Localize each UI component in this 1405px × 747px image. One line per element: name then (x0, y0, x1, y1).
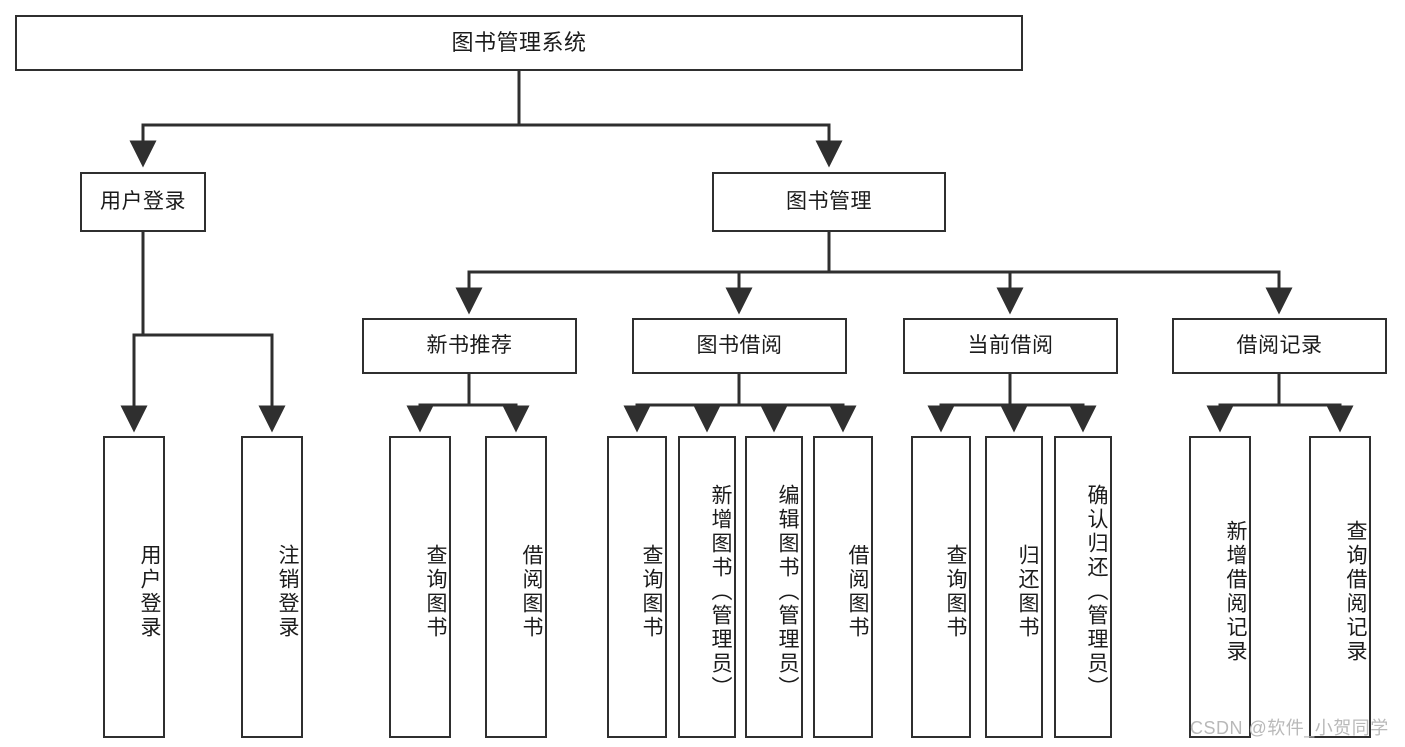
leaf-query-borrow-record[interactable]: 查询借阅记录 (1309, 436, 1371, 738)
node-root-system[interactable]: 图书管理系统 (15, 15, 1023, 71)
node-book-management[interactable]: 图书管理 (712, 172, 946, 232)
node-new-book-recommend[interactable]: 新书推荐 (362, 318, 577, 374)
leaf-query-book-borrow[interactable]: 查询图书 (607, 436, 667, 738)
leaf-logout[interactable]: 注销登录 (241, 436, 303, 738)
leaf-borrow-book-new[interactable]: 借阅图书 (485, 436, 547, 738)
leaf-return-book[interactable]: 归还图书 (985, 436, 1043, 738)
leaf-add-book-admin[interactable]: 新增图书（管理员） (678, 436, 736, 738)
leaf-query-book-current[interactable]: 查询图书 (911, 436, 971, 738)
leaf-add-borrow-record[interactable]: 新增借阅记录 (1189, 436, 1251, 738)
node-book-borrow[interactable]: 图书借阅 (632, 318, 847, 374)
node-user-login[interactable]: 用户登录 (80, 172, 206, 232)
leaf-user-login[interactable]: 用户登录 (103, 436, 165, 738)
leaf-query-book-new[interactable]: 查询图书 (389, 436, 451, 738)
leaf-edit-book-admin[interactable]: 编辑图书（管理员） (745, 436, 803, 738)
node-current-borrow[interactable]: 当前借阅 (903, 318, 1118, 374)
node-borrow-record[interactable]: 借阅记录 (1172, 318, 1387, 374)
leaf-borrow-book[interactable]: 借阅图书 (813, 436, 873, 738)
leaf-confirm-return-admin[interactable]: 确认归还（管理员） (1054, 436, 1112, 738)
